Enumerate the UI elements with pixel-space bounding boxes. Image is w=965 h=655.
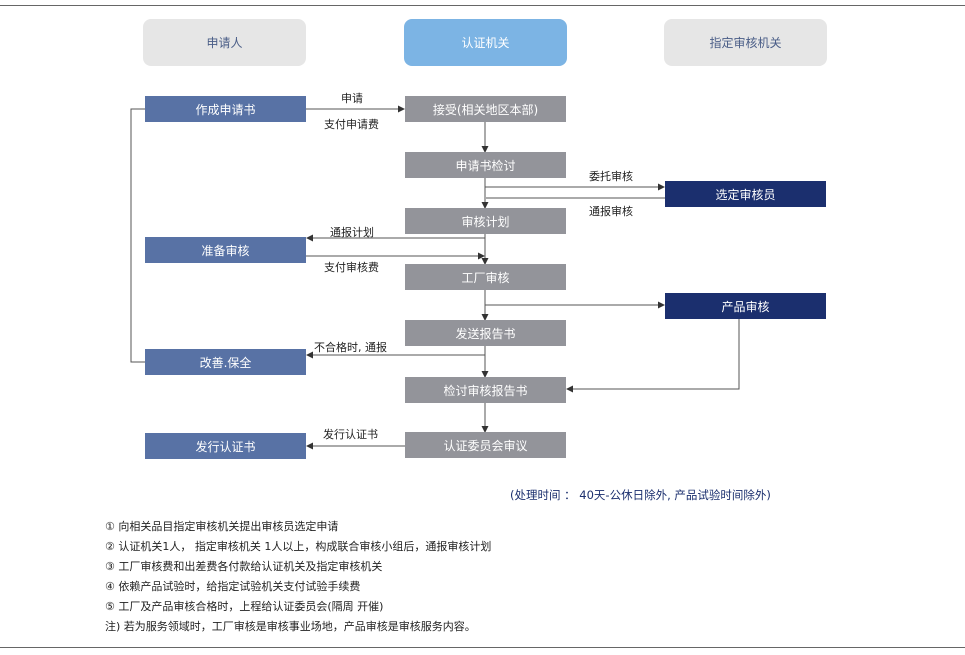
box-audit-plan: 审核计划 xyxy=(405,208,566,234)
box-product-audit: 产品审核 xyxy=(665,293,826,319)
edge-improve-loop xyxy=(130,108,145,363)
bottom-rule xyxy=(0,647,965,648)
box-select-auditor: 选定审核员 xyxy=(665,181,826,207)
box-improve: 改善.保全 xyxy=(145,349,306,375)
label-pay-app-fee: 支付申请费 xyxy=(324,118,379,131)
note-item: ④ 依赖产品试验时，给指定试验机关支付试验手续费 xyxy=(105,580,361,593)
box-make-application: 作成申请书 xyxy=(145,96,306,122)
box-send-report: 发送报告书 xyxy=(405,320,566,346)
lane-header-designated: 指定审核机关 xyxy=(664,19,827,66)
label-apply: 申请 xyxy=(341,92,363,105)
label-entrust-audit: 委托审核 xyxy=(589,170,633,183)
box-accept: 接受(相关地区本部) xyxy=(405,96,566,122)
label-fail-notify: 不合格时, 通报 xyxy=(314,341,387,354)
notes-list: ① 向相关品目指定审核机关提出审核员选定申请 ② 认证机关1人， 指定审核机关 … xyxy=(105,517,491,637)
box-issue-cert: 发行认证书 xyxy=(145,433,306,459)
box-prepare-audit: 准备审核 xyxy=(145,237,306,263)
label-notify-plan: 通报计划 xyxy=(330,226,374,239)
note-item: ① 向相关品目指定审核机关提出审核员选定申请 xyxy=(105,520,339,533)
box-review-report: 检讨审核报告书 xyxy=(405,377,566,403)
box-factory-audit: 工厂审核 xyxy=(405,264,566,290)
edge-product-to-review xyxy=(566,319,740,393)
lane-header-certifier: 认证机关 xyxy=(404,19,567,66)
box-committee: 认证委员会审议 xyxy=(405,432,566,458)
box-review-application: 申请书检讨 xyxy=(405,152,566,178)
label-pay-audit-fee: 支付审核费 xyxy=(324,261,379,274)
label-notify-audit: 通报审核 xyxy=(589,205,633,218)
note-item: ⑤ 工厂及产品审核合格时，上程给认证委员会(隔周 开催) xyxy=(105,600,384,613)
note-item: ③ 工厂审核费和出差费各付款给认证机关及指定审核机关 xyxy=(105,560,383,573)
note-item: ② 认证机关1人， 指定审核机关 1人以上，构成联合审核小组后，通报审核计划 xyxy=(105,540,492,553)
top-rule xyxy=(0,5,965,6)
note-item: 注) 若为服务领域时，工厂审核是审核事业场地，产品审核是审核服务内容。 xyxy=(105,620,476,633)
processing-time: (处理时间 ： 40天-公休日除外, 产品试验时间除外) xyxy=(510,488,771,502)
label-issue-cert: 发行认证书 xyxy=(323,428,378,441)
lane-header-applicant: 申请人 xyxy=(143,19,306,66)
